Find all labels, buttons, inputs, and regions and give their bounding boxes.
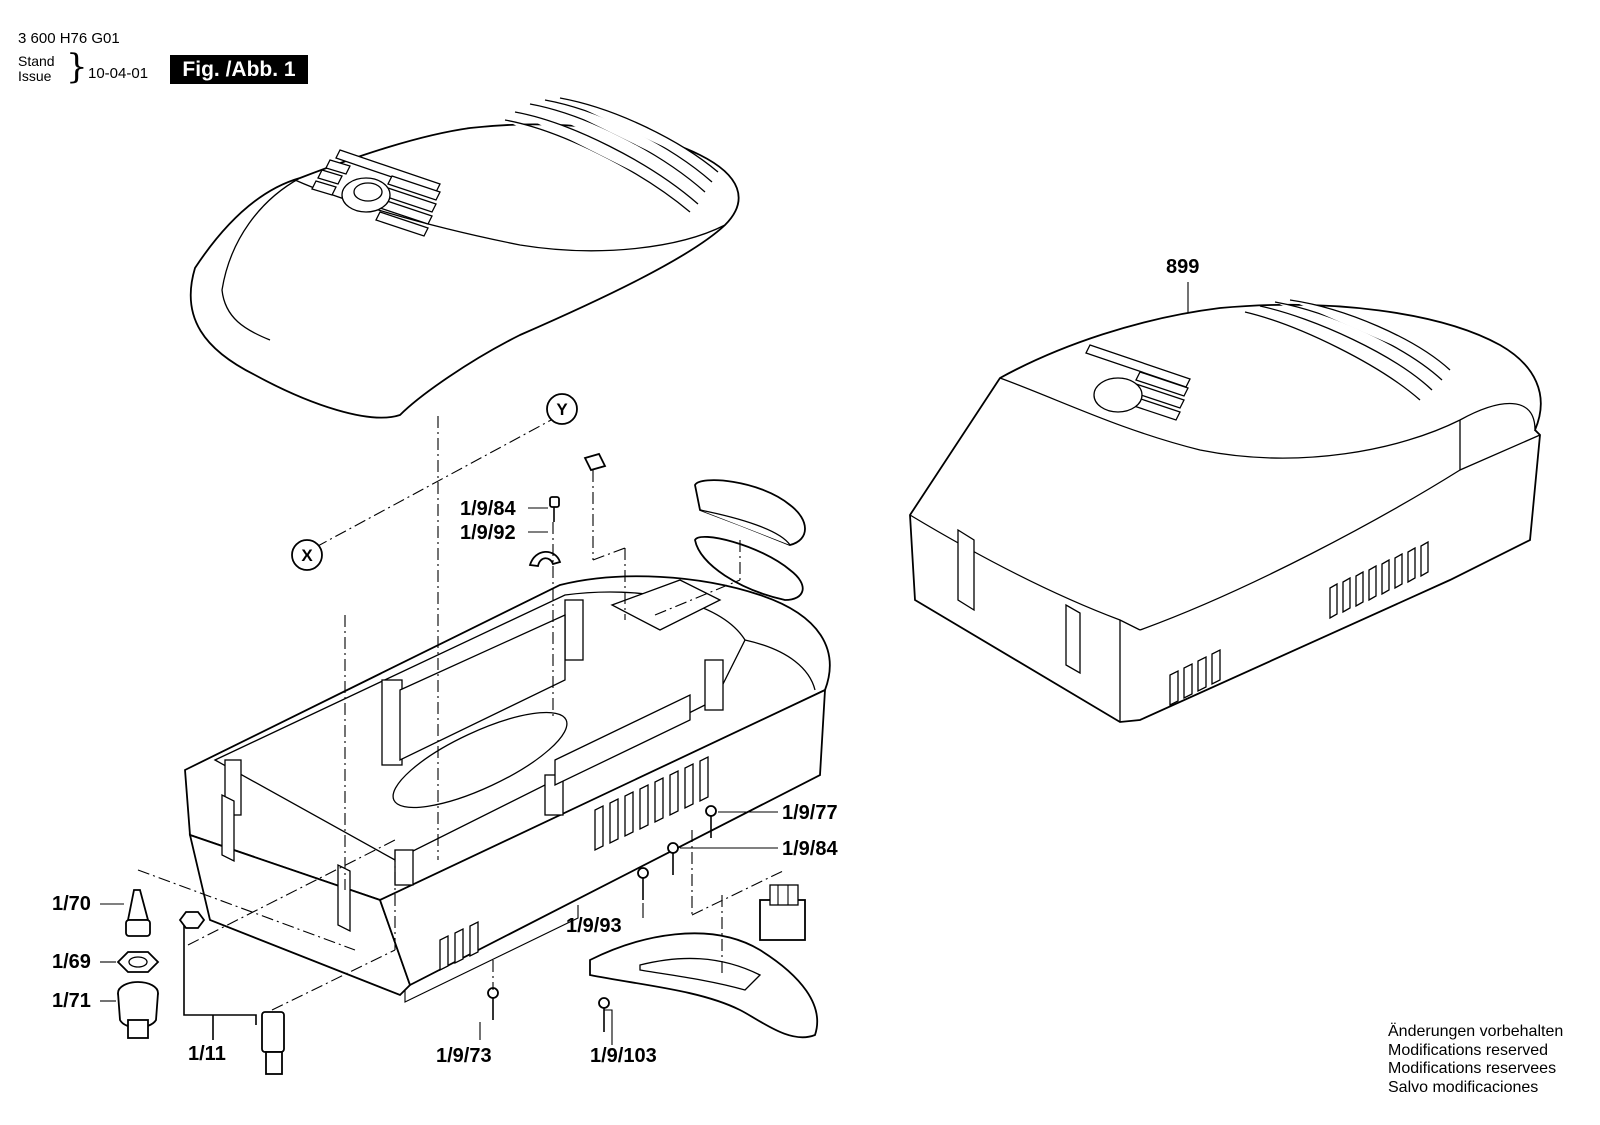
- assembled-unit-part: [909, 282, 1542, 723]
- axis-marker-x: X: [291, 539, 323, 571]
- cover-vents-left: [311, 149, 441, 237]
- callout-1-9-73: 1/9/73: [436, 1045, 492, 1067]
- screw-part-top: [549, 496, 560, 522]
- axis-y-letter: Y: [556, 400, 568, 419]
- document-code: 3 600 H76 G01: [18, 30, 120, 47]
- note-spanish: Salvo modificaciones: [1388, 1078, 1539, 1096]
- end-cap-part: [694, 479, 806, 546]
- modification-notes: Änderungen vorbehalten Modifications res…: [1388, 1023, 1563, 1097]
- issue-label: Issue: [18, 68, 52, 84]
- callout-1-9-93: 1/9/93: [566, 915, 622, 937]
- unit-side-vents: [1169, 540, 1429, 707]
- handle-cover-part: [589, 932, 819, 1039]
- screw-part-1977: [705, 805, 717, 838]
- housing-vents: [221, 755, 709, 972]
- cable-clamp-part: [528, 550, 562, 567]
- callout-1-9-84-top: 1/9/84: [460, 498, 516, 520]
- note-english: Modifications reserved: [1388, 1041, 1549, 1059]
- brace-glyph: }: [66, 47, 88, 87]
- top-cover-part: [189, 97, 740, 419]
- clip-part: [583, 452, 607, 472]
- axis-marker-y: Y: [546, 393, 578, 425]
- cover-ribs-right: [504, 97, 719, 213]
- callout-1-9-77: 1/9/77: [782, 802, 838, 824]
- callout-899: 899: [1166, 256, 1200, 278]
- gasket-part: [694, 536, 804, 601]
- base-housing-part: [184, 575, 831, 997]
- note-german: Änderungen vorbehalten: [1388, 1023, 1564, 1040]
- axis-lines: [137, 416, 786, 1011]
- callout-1-9-84-right: 1/9/84: [782, 838, 838, 860]
- axis-x-letter: X: [301, 546, 313, 565]
- figure-badge: Fig. /Abb. 1: [170, 55, 308, 84]
- nozzle-part: [125, 889, 151, 937]
- nut-part: [116, 951, 160, 973]
- leader-lines: [100, 507, 778, 1045]
- callout-1-71: 1/71: [52, 990, 91, 1012]
- coupling-part: [117, 981, 159, 1039]
- callout-1-69: 1/69: [52, 951, 91, 973]
- screw-part-1993: [637, 867, 649, 900]
- screw-part-1984: [667, 842, 679, 875]
- switch-part: [759, 884, 806, 941]
- small-nut-part: [178, 911, 206, 929]
- callout-1-9-103: 1/9/103: [590, 1045, 657, 1067]
- connector-part: [261, 1011, 285, 1075]
- stand-label: Stand: [18, 53, 55, 69]
- note-french: Modifications reservees: [1388, 1060, 1557, 1077]
- screw-part-19103: [598, 997, 610, 1032]
- issue-date: 10-04-01: [88, 65, 149, 82]
- callout-1-11: 1/11: [188, 1043, 226, 1065]
- callout-1-70: 1/70: [52, 893, 91, 915]
- callout-1-9-92: 1/9/92: [460, 522, 516, 544]
- screw-part-1973: [487, 987, 499, 1020]
- stand-issue-label: Stand Issue: [18, 54, 55, 84]
